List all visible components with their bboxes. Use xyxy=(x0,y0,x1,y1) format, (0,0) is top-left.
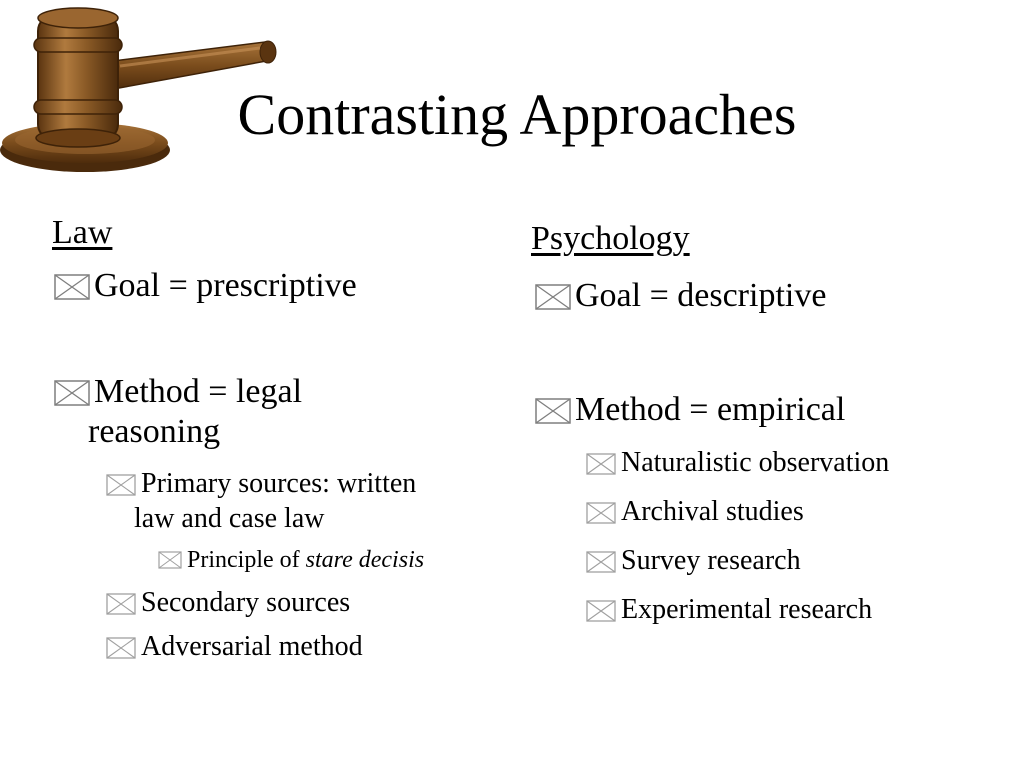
list-item: Method = legal reasoning xyxy=(54,372,302,452)
envelope-bullet-icon xyxy=(106,474,136,496)
list-item-label: Adversarial method xyxy=(141,631,363,662)
list-item-label: Method = legal xyxy=(94,373,303,410)
list-item-label-cont: reasoning xyxy=(88,413,221,450)
list-item-label-cont: law and case law xyxy=(134,503,325,534)
envelope-bullet-icon xyxy=(586,551,616,573)
list-item-label: Archival studies xyxy=(621,496,804,527)
law-heading: Law xyxy=(52,214,113,251)
list-item: Primary sources: written law and case la… xyxy=(106,466,416,536)
psychology-heading: Psychology xyxy=(531,220,690,257)
list-item-label: Naturalistic observation xyxy=(621,447,890,478)
envelope-bullet-icon xyxy=(535,398,571,424)
list-item: Survey research xyxy=(586,543,801,578)
list-item-label: Survey research xyxy=(621,545,801,576)
envelope-bullet-icon xyxy=(535,284,571,310)
envelope-bullet-icon xyxy=(586,453,616,475)
list-item: Method = empirical xyxy=(535,390,845,430)
slide-title: Contrasting Approaches xyxy=(237,82,797,147)
list-item-label: Method = empirical xyxy=(575,391,846,428)
list-item-label: Goal = descriptive xyxy=(575,277,827,314)
envelope-bullet-icon xyxy=(106,637,136,659)
envelope-bullet-icon xyxy=(54,380,90,406)
list-item-label: Principle of xyxy=(187,547,306,573)
list-item-label: Goal = prescriptive xyxy=(94,267,357,304)
envelope-bullet-icon xyxy=(586,502,616,524)
list-item: Goal = descriptive xyxy=(535,276,826,316)
envelope-bullet-icon xyxy=(586,600,616,622)
list-item: Secondary sources xyxy=(106,585,350,620)
list-item-label: Secondary sources xyxy=(141,587,351,618)
list-item: Naturalistic observation xyxy=(586,445,889,480)
list-item-label: Primary sources: written xyxy=(141,468,417,499)
envelope-bullet-icon xyxy=(106,593,136,615)
list-item: Adversarial method xyxy=(106,629,363,664)
gavel-icon xyxy=(0,7,277,172)
list-item: Experimental research xyxy=(586,592,872,627)
list-item: Principle of stare decisis xyxy=(158,545,424,575)
envelope-bullet-icon xyxy=(54,274,90,300)
list-item: Goal = prescriptive xyxy=(54,266,357,306)
list-item-label: Experimental research xyxy=(621,594,873,625)
list-item: Archival studies xyxy=(586,494,804,529)
latin-term: stare decisis xyxy=(305,547,425,573)
envelope-bullet-icon xyxy=(158,551,182,569)
